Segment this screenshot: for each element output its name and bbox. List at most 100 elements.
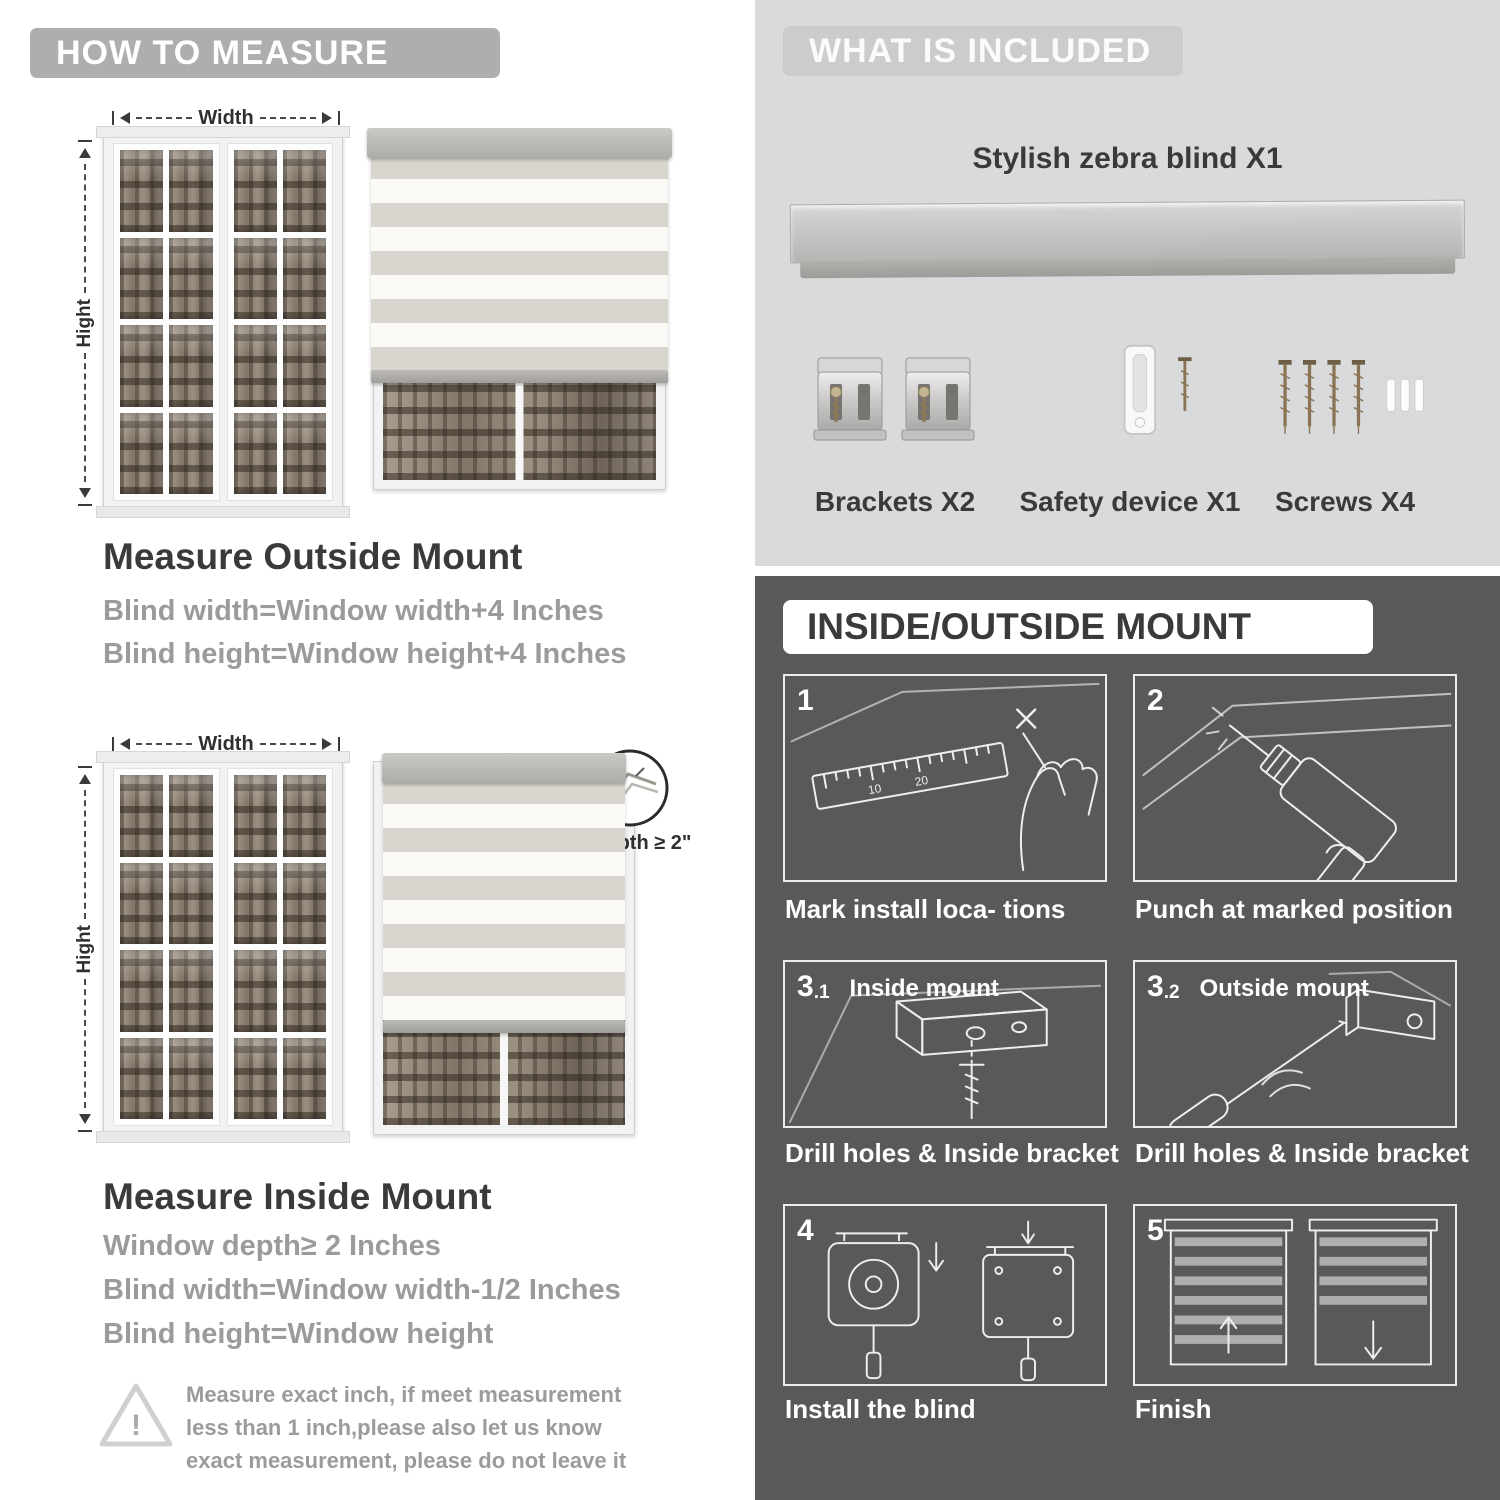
arrow-up-icon	[79, 774, 91, 784]
step-head: 3.2 Outside mount	[1147, 970, 1369, 1004]
step-head: 3.1 Inside mount	[797, 970, 999, 1004]
step-panel-3-1: 3.1 Inside mount	[783, 960, 1107, 1128]
blind-cassette	[367, 128, 672, 158]
step-3-1-caption: Drill holes & Inside bracket	[785, 1138, 1119, 1168]
step-2-caption: Punch at marked position	[1135, 894, 1453, 924]
outside-mount-title: Measure Outside Mount	[103, 536, 523, 577]
arrow-tick	[112, 111, 114, 125]
mount-instructions-section: INSIDE/OUTSIDE MOUNT 1 10 20	[755, 576, 1500, 1500]
window-pane	[120, 150, 164, 232]
height-label: Hight	[74, 924, 95, 974]
width-label: Width	[198, 106, 254, 129]
dashed-line	[259, 743, 317, 745]
arrow-left-icon	[120, 112, 130, 124]
step-number: 1	[797, 684, 814, 717]
window-pane	[120, 950, 164, 1032]
arrow-tick	[338, 111, 341, 125]
how-to-measure-section: HOW TO MEASURE Width Hight	[0, 0, 733, 1500]
window-pane	[282, 1037, 326, 1119]
drill-illustration	[1142, 692, 1452, 880]
arrow-tick	[338, 737, 341, 751]
window-pane	[233, 412, 277, 494]
arrow-up-icon	[79, 148, 91, 158]
arrow-tick	[78, 1130, 92, 1133]
window-pane	[169, 1037, 213, 1119]
window-pane	[169, 150, 213, 232]
step-head: 5	[1147, 1214, 1164, 1248]
zebra-stripes	[383, 780, 625, 1020]
width-arrow-inside: Width	[112, 733, 341, 755]
step-5-caption: Finish	[1135, 1394, 1212, 1424]
step-1-caption: Mark install loca- tions	[785, 894, 1066, 924]
step-head: 4	[797, 1214, 814, 1248]
arrow-tick	[78, 140, 92, 142]
install-blind-illustration	[827, 1220, 1075, 1382]
window-pane	[169, 862, 213, 944]
what-is-included-section: WHAT IS INCLUDED Stylish zebra blind X1	[755, 0, 1500, 566]
window-pane	[233, 950, 277, 1032]
zebra-blind-outside-mount	[367, 128, 672, 490]
step-4-caption: Install the blind	[785, 1394, 976, 1424]
arrow-tick	[78, 766, 92, 768]
dashed-line	[136, 743, 193, 745]
what-is-included-banner: WHAT IS INCLUDED	[783, 26, 1183, 76]
window-pane	[282, 775, 326, 857]
warning-exclamation: !	[131, 1409, 141, 1442]
dashed-line	[84, 979, 86, 1109]
window-pane	[120, 1037, 164, 1119]
headrail-face	[789, 199, 1466, 264]
step-panel-1: 1 10 20	[783, 674, 1107, 882]
window-pane	[169, 950, 213, 1032]
blind-fabric-drop	[371, 155, 668, 383]
window-pane	[233, 325, 277, 407]
step-panel-3-2: 3.2 Outside mount	[1133, 960, 1457, 1128]
window-pane	[120, 775, 164, 857]
step-head: 2	[1147, 684, 1164, 718]
window-illustration-outside	[96, 126, 350, 518]
window-pane	[282, 412, 326, 494]
zebra-blind-headrail	[789, 199, 1466, 279]
blind-bottom-rail	[383, 1020, 625, 1033]
outside-bracket-illustration	[1168, 970, 1452, 1126]
window-pane	[282, 325, 326, 407]
finish-illustration	[1163, 1218, 1438, 1366]
zebra-blind-quantity-label: Stylish zebra blind X1	[972, 142, 1283, 175]
window-pane	[120, 862, 164, 944]
step-number: 3.2	[1147, 970, 1180, 1003]
step-head: 1	[797, 684, 814, 718]
inside-bracket-illustration	[788, 984, 1102, 1124]
measurement-note: Measure exact inch, if meet measurement …	[186, 1382, 627, 1473]
window-pane	[233, 237, 277, 319]
outside-mount-formula-width: Blind width=Window width+4 Inches	[103, 595, 604, 627]
arrow-down-icon	[79, 488, 91, 499]
screws-label: Screws X4	[1274, 486, 1416, 517]
window-sash	[113, 768, 220, 1126]
headrail-lip	[800, 256, 1456, 279]
height-label: Hight	[74, 298, 95, 348]
arrow-tick	[112, 737, 114, 751]
window-sash	[226, 768, 333, 1126]
dashed-line	[259, 117, 317, 119]
window-pane	[233, 775, 277, 857]
zebra-stripes	[371, 155, 668, 370]
window-pane	[282, 237, 326, 319]
window-pane	[282, 862, 326, 944]
what-is-included-title: WHAT IS INCLUDED	[809, 31, 1152, 70]
dashed-line	[84, 790, 86, 919]
blind-cassette	[382, 753, 626, 783]
window-pane	[233, 862, 277, 944]
mark-locations-illustration: 10 20	[790, 682, 1100, 872]
brackets-label: Brackets X2	[814, 486, 976, 517]
window-sash	[113, 143, 220, 501]
height-arrow-inside: Hight	[74, 766, 96, 1133]
screws-icon	[1278, 360, 1426, 434]
wall-anchors	[1383, 376, 1426, 412]
step-number: 3.1	[797, 970, 830, 1003]
warning-triangle-icon: !	[98, 1380, 174, 1455]
inside-mount-title: Measure Inside Mount	[103, 1176, 492, 1217]
dashed-line	[84, 353, 86, 483]
blind-bottom-rail	[371, 370, 668, 383]
arrow-down-icon	[79, 1114, 91, 1125]
mount-section-banner: INSIDE/OUTSIDE MOUNT	[783, 600, 1373, 654]
